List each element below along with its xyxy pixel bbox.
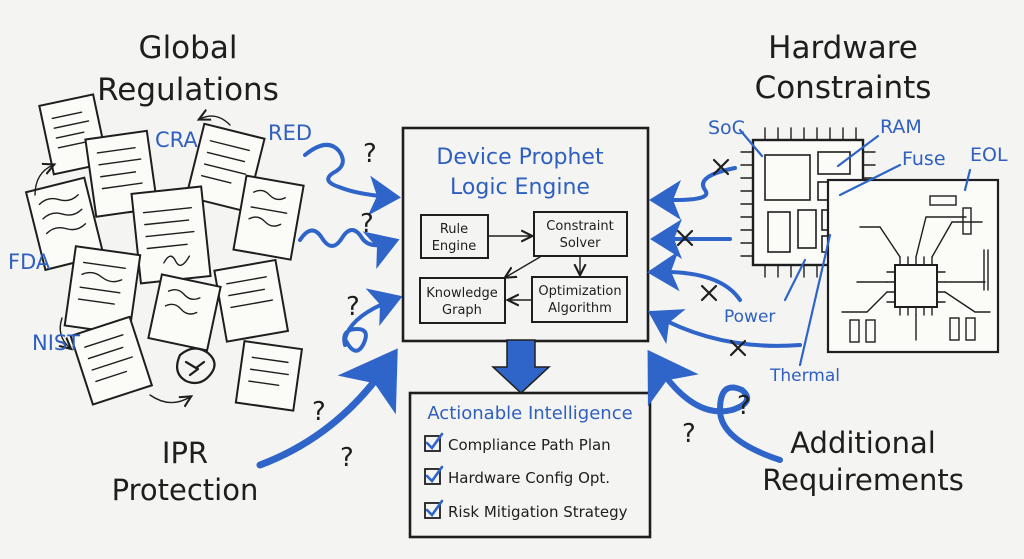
question-mark-3: ? <box>346 292 360 322</box>
additional-arrow <box>647 349 783 463</box>
regulations-title-line2: Regulations <box>97 72 279 108</box>
ipr-label-line1: IPR <box>162 436 208 470</box>
module-constraint-solver: Constraint Solver <box>533 211 628 257</box>
svg-text:Rule: Rule <box>440 222 468 237</box>
question-mark-1: ? <box>363 139 377 169</box>
actionable-intelligence-box <box>408 391 652 539</box>
output-item-compliance: Compliance Path Plan <box>448 436 611 454</box>
hardware-arrow-1 <box>649 166 737 220</box>
regulation-arrow-middle <box>298 228 400 269</box>
question-mark-2: ? <box>360 209 374 239</box>
question-mark-5: ? <box>340 443 354 473</box>
question-mark-7: ? <box>682 419 696 449</box>
regulation-tag-red: RED <box>268 121 312 145</box>
regulation-arrow-lower <box>342 288 403 353</box>
checkbox-icon <box>424 499 444 519</box>
output-item-hardware: Hardware Config Opt. <box>448 469 610 487</box>
additional-label-line1: Additional <box>790 426 936 460</box>
hardware-title-line2: Constraints <box>755 70 932 106</box>
module-knowledge-graph: Knowledge Graph <box>419 277 506 324</box>
svg-text:Solver: Solver <box>560 236 602 251</box>
hardware-tag-fuse: Fuse <box>902 148 946 170</box>
hardware-title-line1: Hardware <box>768 30 918 66</box>
svg-text:Knowledge: Knowledge <box>426 286 497 301</box>
blocked-x-icon <box>700 284 718 302</box>
output-item-risk: Risk Mitigation Strategy <box>448 503 628 521</box>
regulation-tag-cra: CRA <box>155 128 198 152</box>
regulation-arrow-top <box>303 143 401 216</box>
blocked-x-icon <box>729 339 747 357</box>
output-title: Actionable Intelligence <box>427 403 632 424</box>
blocked-x-icon <box>676 229 694 247</box>
engine-title-line2: Logic Engine <box>450 175 590 200</box>
checkbox-icon <box>424 465 444 485</box>
svg-text:Graph: Graph <box>442 303 482 318</box>
question-mark-4: ? <box>312 397 326 427</box>
hardware-arrow-3 <box>647 251 742 302</box>
question-mark-6: ? <box>737 391 751 421</box>
regulations-title-line1: Global <box>139 30 238 66</box>
blocked-x-icon <box>712 158 730 176</box>
module-connectors <box>488 236 580 300</box>
checkbox-icon <box>424 432 444 452</box>
svg-text:Algorithm: Algorithm <box>548 301 612 316</box>
ipr-label-line2: Protection <box>112 473 259 507</box>
hardware-tag-thermal: Thermal <box>769 366 840 386</box>
svg-text:Optimization: Optimization <box>538 284 621 299</box>
hardware-tag-ram: RAM <box>880 116 922 138</box>
svg-text:Engine: Engine <box>432 239 477 254</box>
regulation-tag-fda: FDA <box>8 250 51 274</box>
engine-title-line1: Device Prophet <box>436 145 604 170</box>
hardware-arrow-4 <box>648 309 802 348</box>
output-down-arrow <box>491 339 551 395</box>
hardware-tag-soc: SoC <box>708 117 745 139</box>
hardware-tag-eol: EOL <box>970 144 1008 166</box>
module-rule-engine: Rule Engine <box>420 214 489 259</box>
document-pile-icon <box>24 93 305 412</box>
circuit-board-icon <box>738 127 1000 367</box>
hardware-tag-power: Power <box>724 307 775 327</box>
regulation-tag-nist: NIST <box>32 331 80 355</box>
module-optimization-algorithm: Optimization Algorithm <box>531 276 628 323</box>
svg-text:Constraint: Constraint <box>546 219 613 234</box>
additional-label-line2: Requirements <box>762 463 964 497</box>
ipr-arrow <box>256 348 398 469</box>
